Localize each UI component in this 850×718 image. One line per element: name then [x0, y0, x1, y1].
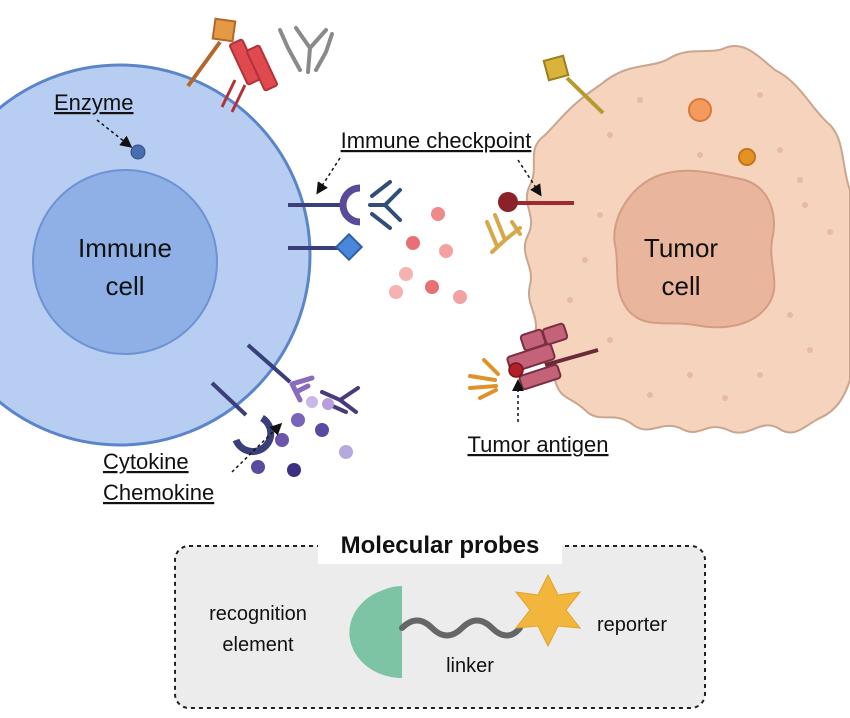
grey-antibody-icon — [278, 26, 334, 74]
tumor-cell-speckles — [567, 92, 833, 401]
lower-cup-icon — [232, 414, 275, 455]
checkpoint-arrow-left — [316, 157, 341, 195]
tumor-cell-label-line2: cell — [661, 271, 700, 301]
tumor-antibody-icon — [485, 213, 522, 254]
enzyme-arrow — [96, 119, 133, 148]
linker-icon — [399, 617, 523, 639]
tumor-cell-label-line1: Tumor — [644, 233, 718, 263]
tumor-antigen-antibody-icon — [468, 358, 500, 400]
tumor-vesicle-small — [738, 148, 756, 166]
linker-label: linker — [446, 655, 494, 677]
cytokine-arrow — [231, 422, 283, 473]
cytokine-particles — [251, 396, 353, 477]
recognition-label-line1: recognition — [209, 603, 307, 625]
checkpoint-arrow-right — [517, 159, 542, 197]
cytokine-label: Cytokine — [103, 449, 189, 474]
tumor-antigen-label: Tumor antigen — [467, 432, 608, 457]
immune-cell-label-line2: cell — [105, 271, 144, 301]
orange-receptor-icon — [186, 17, 237, 88]
recognition-element-shape — [356, 586, 402, 678]
purple-y-receptor-icon — [289, 375, 315, 403]
checkpoint-antibody-icon — [368, 180, 402, 230]
immune-cell: Immune cell — [0, 63, 312, 447]
reporter-star-icon — [514, 573, 582, 648]
diamond-receptor-icon — [334, 232, 364, 262]
tumor-cell-nucleus — [613, 169, 776, 329]
checkpoint-ligand-icon — [498, 192, 518, 212]
probes-title: Molecular probes — [341, 532, 540, 559]
reporter-label: reporter — [597, 614, 667, 636]
enzyme-label: Enzyme — [54, 90, 133, 115]
signal-particles — [389, 207, 467, 304]
immune-cell-label-line1: Immune — [78, 233, 172, 263]
immune-cell-nucleus — [32, 169, 218, 355]
tumor-top-receptor-icon — [542, 54, 605, 115]
enzyme-dot — [130, 144, 146, 160]
tumor-vesicle-large — [688, 98, 712, 122]
tumor-antigen-icon — [508, 362, 524, 378]
chemokine-label: Chemokine — [103, 480, 214, 505]
red-receptor-icon — [220, 38, 278, 113]
probes-title-backdrop — [318, 528, 562, 564]
tumor-cell: Tumor cell — [523, 45, 850, 434]
immune-checkpoint-receptors — [288, 180, 402, 262]
cytokine-callout: Cytokine Chemokine — [103, 422, 283, 505]
checkpoint-cup-icon — [339, 184, 361, 226]
recognition-label-line2: element — [222, 634, 294, 656]
enzyme-callout: Enzyme — [54, 90, 133, 148]
immune-checkpoint-label: Immune checkpoint — [341, 128, 532, 153]
tumor-checkpoint-receptor — [485, 192, 574, 254]
tumor-antigen-complex — [468, 322, 599, 400]
immune-cell-lower-receptors — [210, 343, 360, 455]
tumor-antigen-callout: Tumor antigen — [467, 379, 609, 457]
immune-checkpoint-callout: Immune checkpoint — [316, 128, 542, 197]
molecular-probes-panel: Molecular probes recognition element lin… — [174, 528, 706, 709]
immune-cell-top-receptors — [186, 17, 334, 113]
